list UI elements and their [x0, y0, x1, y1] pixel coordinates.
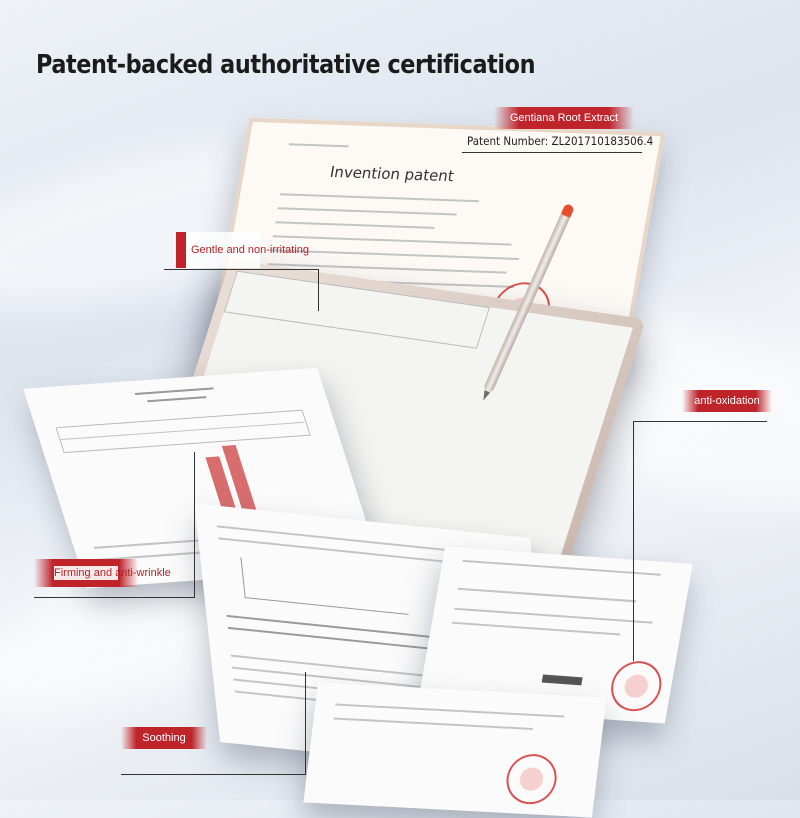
tag-gentle-non-irritating: Gentle and non-irritating: [176, 232, 310, 268]
patent-doc-title: Invention patent: [328, 162, 456, 186]
leader-line: [194, 452, 195, 598]
leader-line: [164, 269, 319, 270]
patent-number: Patent Number: ZL201710183506.4: [467, 134, 654, 148]
red-seal-icon: [607, 659, 666, 713]
leader-line: [305, 672, 306, 775]
leader-line: [318, 269, 319, 311]
tag-firming-anti-wrinkle: Firming and anti-wrinkle: [34, 559, 171, 587]
patent-underline: [462, 152, 642, 153]
test-report-bottom: [303, 682, 607, 818]
tag-anti-oxidation: anti-oxidation: [682, 390, 772, 412]
tag-gentle-label: Gentle and non-irritating: [191, 244, 310, 256]
leader-line: [633, 421, 767, 422]
red-seal-icon: [503, 752, 560, 806]
tag-soothing: Soothing: [121, 727, 207, 749]
leader-line: [121, 774, 306, 775]
tag-firming-label: Firming and anti-wrinkle: [54, 566, 171, 580]
leader-line: [633, 421, 634, 661]
page-title: Patent-backed authoritative certificatio…: [36, 50, 536, 80]
leader-line: [34, 597, 194, 598]
tag-gentiana-root-extract: Gentiana Root Extract: [494, 107, 634, 129]
